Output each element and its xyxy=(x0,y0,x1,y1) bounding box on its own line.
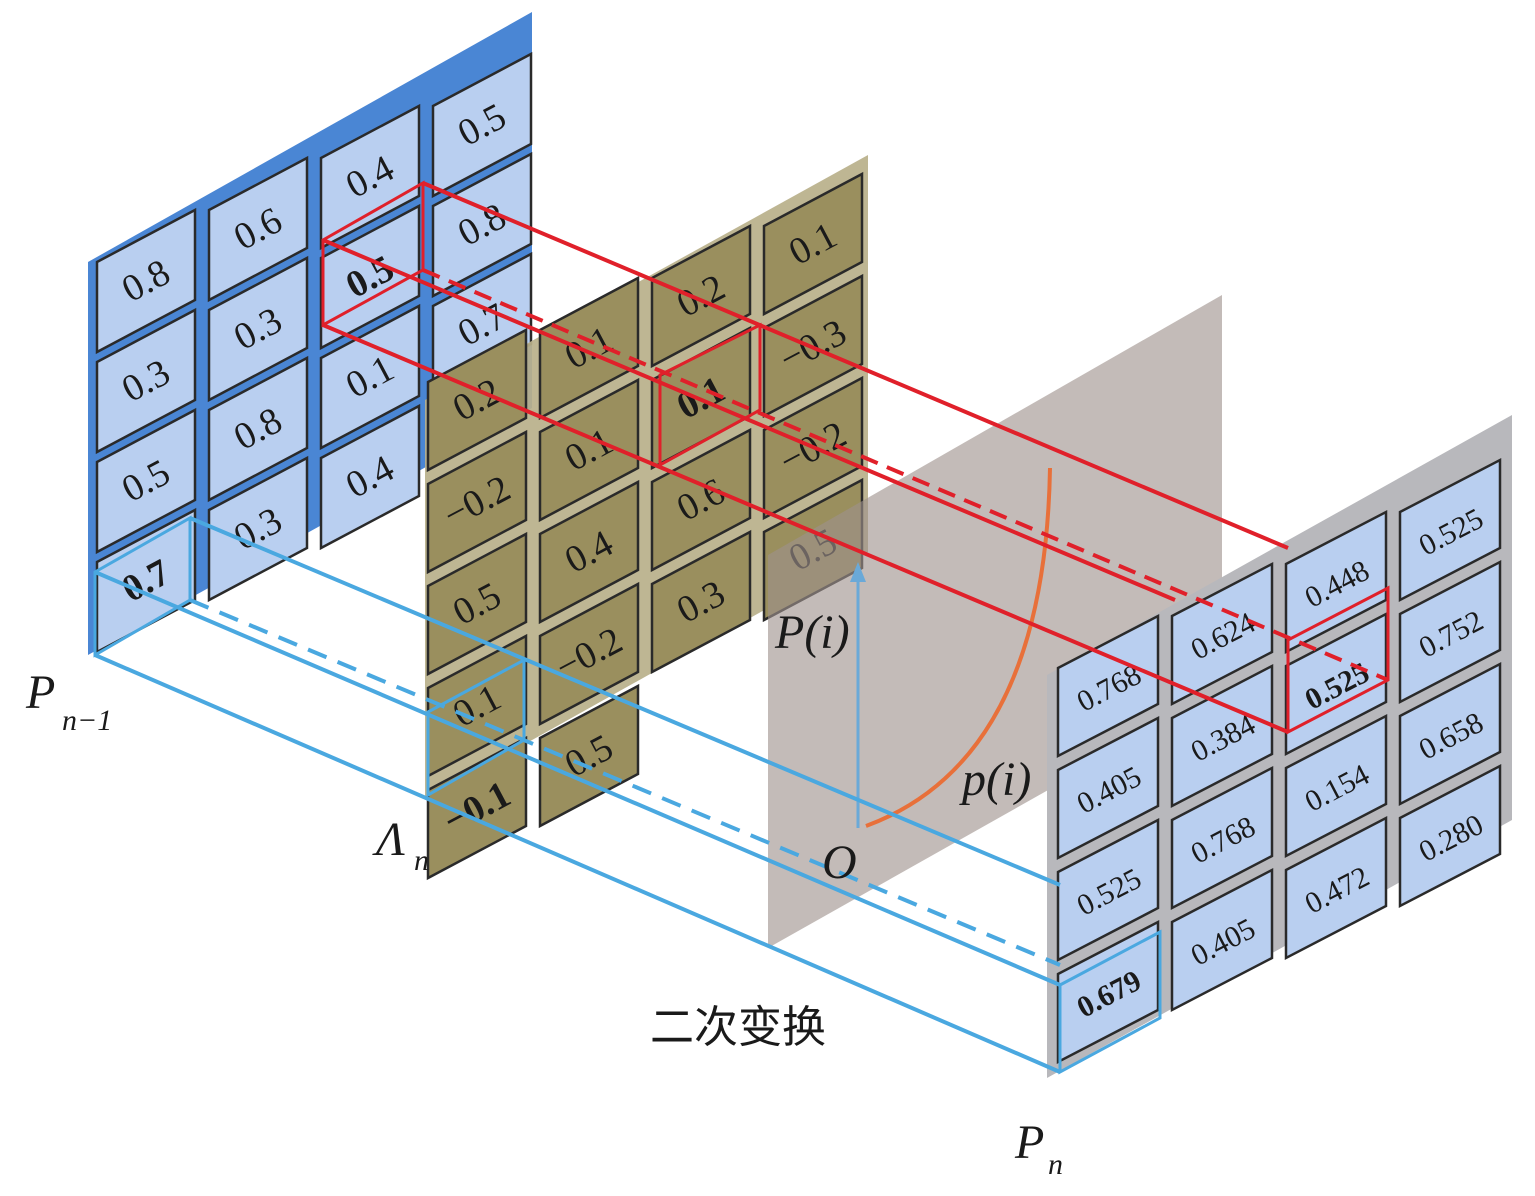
grid-cell xyxy=(1284,509,1388,655)
grid-cell xyxy=(1170,867,1274,1013)
grid-cell xyxy=(207,255,309,403)
grid-cell xyxy=(426,735,528,881)
grid-cell xyxy=(95,307,197,455)
label-p-n-minus-1: P xyxy=(25,666,55,719)
grid-cell xyxy=(1056,919,1160,1065)
grid-cell xyxy=(1398,559,1502,705)
link-edge xyxy=(94,653,1061,1074)
grid-cell xyxy=(650,427,752,573)
layer-cells: 0.20.10.20.1−0.20.10.1−0.30.50.40.6−0.20… xyxy=(426,171,864,881)
grid-cell xyxy=(538,479,640,625)
grid-cell xyxy=(762,171,864,317)
grid-cell xyxy=(1056,715,1160,861)
grid-cell xyxy=(538,683,640,829)
layer-p-n: 0.7680.6240.4480.5250.4050.3840.5250.752… xyxy=(1047,415,1512,1078)
highlight-box-next xyxy=(1058,929,1162,1075)
grid-cell xyxy=(650,223,752,369)
grid-cell xyxy=(95,407,197,555)
label-lambda-n: Λ xyxy=(372,813,405,866)
label-cumulative-p: P(i) xyxy=(774,606,850,659)
grid-cell xyxy=(538,275,640,421)
link-edge xyxy=(94,570,1061,987)
link-edge xyxy=(322,323,1289,734)
axis-arrow-icon xyxy=(850,562,866,582)
grid-cell xyxy=(207,155,309,303)
grid-cell xyxy=(426,531,528,677)
grid-cell xyxy=(207,355,309,503)
grid-cell xyxy=(1284,713,1388,859)
grid-cell xyxy=(431,51,533,199)
label-origin: O xyxy=(822,836,857,889)
layer-cells: 0.7680.6240.4480.5250.4050.3840.5250.752… xyxy=(1056,457,1502,1065)
label-p-n-minus-1-sub: n−1 xyxy=(62,704,112,737)
grid-cell xyxy=(1398,661,1502,807)
link-edge xyxy=(322,238,1176,602)
label-density-p: p(i) xyxy=(959,753,1031,806)
grid-cell xyxy=(95,207,197,355)
label-lambda-n-sub: n xyxy=(414,844,429,877)
grid-cell xyxy=(319,103,421,251)
grid-cell xyxy=(650,529,752,675)
link-edge-hidden xyxy=(422,268,1389,682)
labels: P n−1 Λ n P n P(i) p(i) O 二次变换 xyxy=(25,606,1063,1181)
grid-cell xyxy=(1170,561,1274,707)
blue-link-prism xyxy=(93,515,1162,1075)
grid-cell xyxy=(1398,457,1502,603)
grid-cell xyxy=(207,455,309,603)
grid-cell xyxy=(1056,613,1160,759)
layer-background xyxy=(425,155,868,800)
label-p-n-sub: n xyxy=(1048,1148,1063,1181)
grid-cell xyxy=(319,403,421,551)
layer-background xyxy=(1047,415,1512,1078)
plane-surface xyxy=(768,295,1222,948)
grid-cell xyxy=(426,327,528,473)
layer-background xyxy=(88,12,532,655)
grid-cell xyxy=(431,151,533,299)
grid-cell xyxy=(1170,765,1274,911)
grid-cell xyxy=(538,581,640,727)
grid-cell xyxy=(1170,663,1274,809)
grid-cell xyxy=(426,429,528,575)
grid-cell xyxy=(1398,763,1502,909)
grid-cell xyxy=(538,377,640,523)
layer-lambda-n: 0.20.10.20.1−0.20.10.1−0.30.50.40.6−0.20… xyxy=(425,155,868,881)
grid-cell xyxy=(1056,817,1160,963)
label-p-n: P xyxy=(1014,1116,1044,1169)
caption: 二次变换 xyxy=(650,1002,826,1053)
grid-cell xyxy=(319,303,421,451)
link-edge-hidden xyxy=(189,598,1061,967)
highlight-box-lambda xyxy=(658,322,762,468)
link-edge xyxy=(422,181,1289,550)
red-link-prism xyxy=(321,180,1390,735)
layer-p-n-minus-1: 0.80.60.40.50.30.30.50.80.50.80.10.70.70… xyxy=(88,12,533,655)
grid-cell xyxy=(1284,815,1388,961)
link-edge xyxy=(189,516,1061,887)
